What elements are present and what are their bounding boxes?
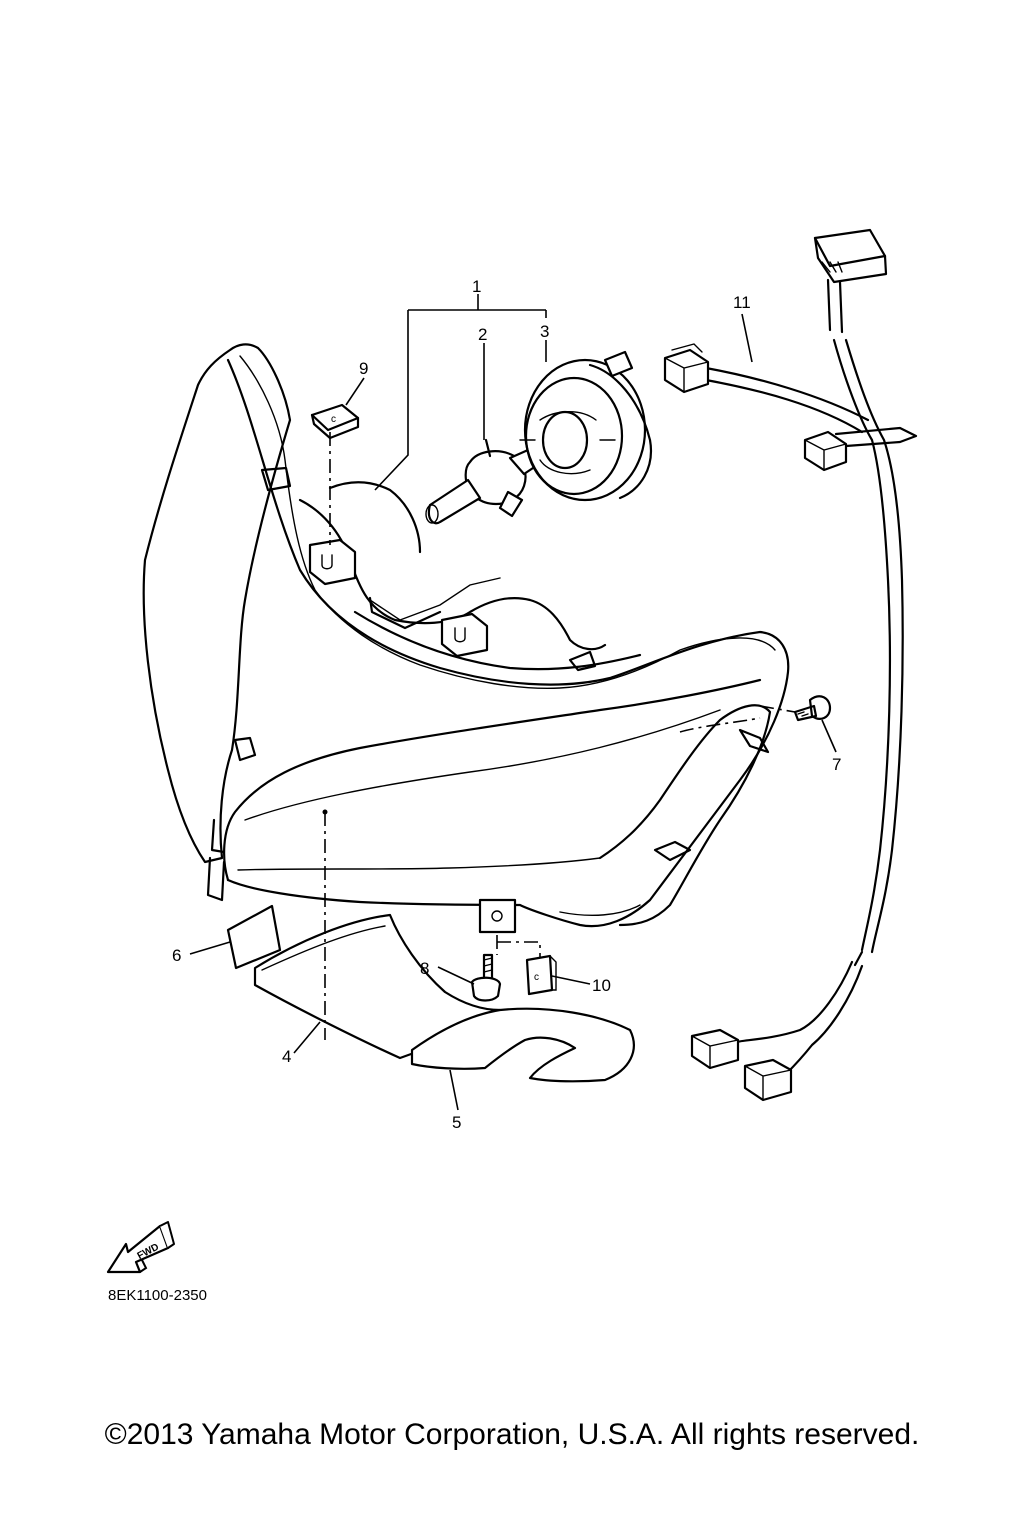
copyright-notice: ©2013 Yamaha Motor Corporation, U.S.A. A…	[104, 1418, 920, 1451]
callout-4: 4	[282, 1047, 291, 1066]
clip-mount-center	[440, 612, 489, 658]
headlight-housing	[142, 343, 790, 934]
callout-7: 7	[832, 755, 841, 774]
callout-5: 5	[452, 1113, 461, 1132]
headlight-bulb	[425, 438, 538, 525]
seal-6	[226, 904, 282, 970]
clip-letter: c	[331, 414, 336, 425]
callout-2: 2	[478, 325, 487, 344]
clip-letter: c	[534, 972, 539, 983]
callout-3: 3	[540, 322, 549, 341]
cover-plate-4	[253, 913, 502, 1060]
cover-plate-5	[410, 1007, 635, 1083]
clip-nut-10: c	[525, 954, 557, 996]
screw-8	[470, 953, 502, 1002]
screw-7	[793, 695, 832, 722]
callout-11: 11	[733, 293, 751, 312]
part-code: 8EK1100-2350	[108, 1287, 207, 1304]
callout-6: 6	[172, 946, 181, 965]
leader-lines	[189, 294, 837, 1111]
callout-labels: 1 2 3 4 5 6 7 8 9 10 11	[172, 277, 841, 1132]
callout-9: 9	[359, 359, 368, 378]
clip-nut-9: c	[310, 403, 360, 440]
bulb-cover	[519, 350, 653, 502]
forward-arrow-icon: FWD	[106, 1221, 175, 1274]
callout-10: 10	[592, 976, 611, 995]
clip-mount-left	[308, 538, 357, 586]
callout-8: 8	[420, 959, 429, 978]
callout-1: 1	[472, 277, 481, 296]
wire-harness	[663, 228, 918, 1102]
center-lines	[322, 432, 796, 1040]
